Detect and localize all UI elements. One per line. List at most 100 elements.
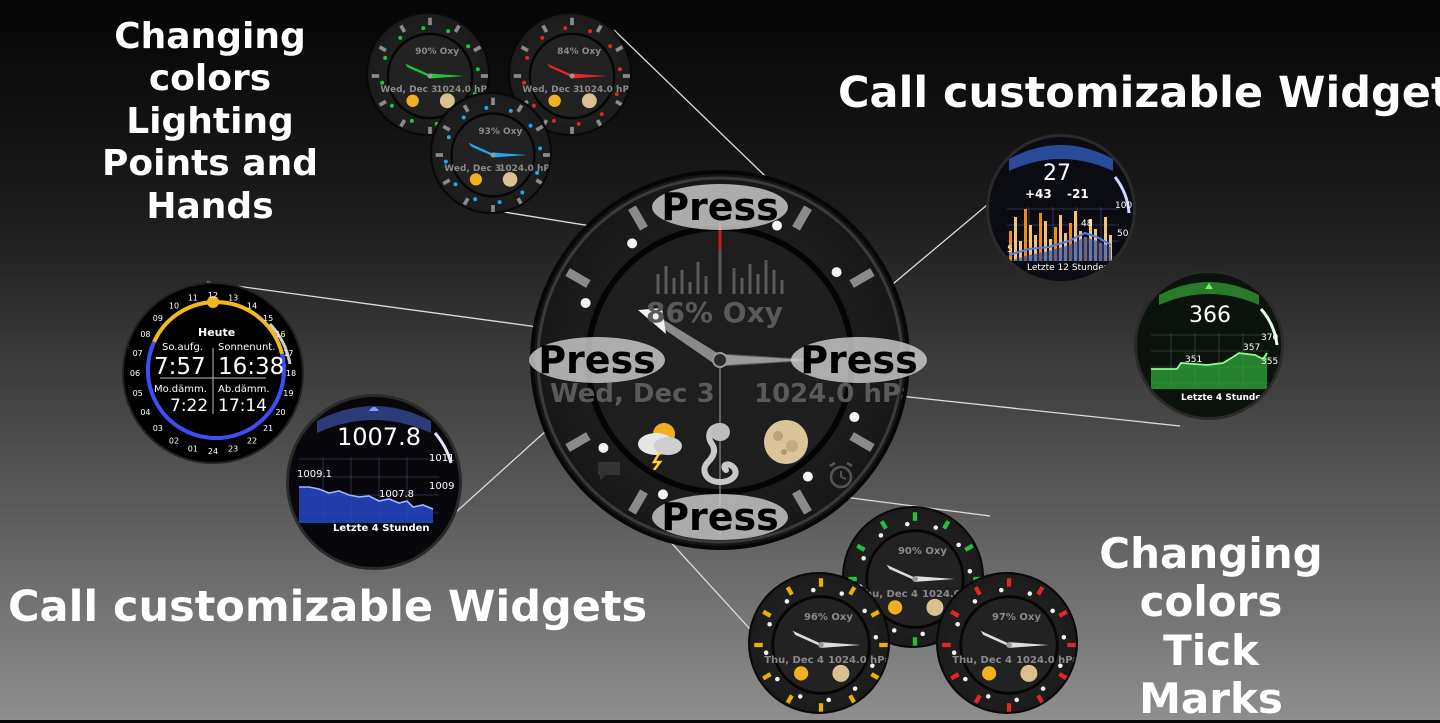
elevation-widget-peak: 357	[1243, 343, 1261, 353]
mini-lighting-point	[380, 80, 385, 85]
mini-lighting-point	[861, 555, 866, 561]
alarm-clock-icon[interactable]	[826, 460, 856, 490]
sun-hour-label: 10	[169, 301, 179, 310]
mini-tick-mark	[848, 586, 857, 596]
mini-weather-icon	[794, 666, 809, 681]
mini-moon-icon	[439, 93, 455, 109]
caption-line: colors	[1139, 577, 1283, 627]
press-button-right[interactable]: Press	[791, 337, 927, 383]
sun-hour-label: 17	[283, 349, 293, 358]
mini-pressure-readout: 1024.0 hPa	[828, 654, 890, 666]
mini-lighting-point	[453, 182, 458, 187]
sun-hour-label: 07	[133, 349, 143, 358]
mini-lighting-point	[522, 80, 527, 85]
sun-hour-label: 22	[247, 437, 257, 446]
caption-line: Changing	[1099, 529, 1323, 578]
oxygen-widget-delta-down: -21	[1067, 187, 1089, 201]
press-button-left[interactable]: Press	[529, 337, 665, 383]
mini-tick-mark	[1036, 694, 1045, 704]
mini-weather-icon	[888, 600, 903, 615]
press-button-top[interactable]: Press	[652, 184, 788, 230]
widget-elevation-4h[interactable]: 366 370 355 357 351 Letzte 4 Stunden	[1134, 270, 1284, 420]
mini-tick-mark	[973, 586, 982, 596]
lighting-point	[802, 471, 813, 482]
mini-lighting-point	[508, 108, 513, 113]
mini-lighting-point	[576, 121, 581, 126]
pressure-widget-mid: 1009	[429, 481, 455, 492]
mini-moon-icon	[926, 598, 944, 616]
lighting-point	[580, 297, 591, 308]
mini-tick-mark	[950, 609, 960, 618]
mini-tick-mark	[541, 24, 549, 33]
mini-lighting-point	[484, 105, 489, 110]
mini-minute-hand	[821, 642, 861, 648]
mini-lighting-point	[563, 26, 568, 31]
mini-tick-mark	[378, 45, 387, 53]
sunset-label: Sonnenunt.	[218, 342, 276, 353]
mini-lighting-point	[878, 533, 884, 538]
mini-tick-mark	[950, 672, 960, 681]
oxygen-bar	[1059, 215, 1062, 261]
mini-lighting-point	[443, 159, 448, 164]
mini-oxygen-readout: 90% Oxy	[415, 47, 460, 58]
mini-lighting-point	[985, 694, 991, 699]
oxygen-bar	[1074, 211, 1077, 261]
mini-tick-mark	[378, 99, 387, 107]
oxygen-widget-value: 27	[1043, 161, 1071, 186]
mini-oxygen-readout: 90% Oxy	[897, 546, 947, 558]
dawn-time: 7:22	[170, 396, 209, 416]
caption-lighting-hands: Changing colors Lighting Points and Hand…	[70, 16, 350, 228]
sun-hour-label: 12	[208, 291, 218, 300]
mini-lighting-point	[784, 599, 790, 604]
mini-date-readout: Thu, Dec 4	[858, 588, 918, 600]
chat-bubble-icon[interactable]	[596, 460, 622, 482]
mini-lighting-point	[540, 35, 545, 40]
sun-hour-label: 21	[263, 424, 273, 433]
tick-mark	[792, 205, 812, 231]
oxygen-bar	[1009, 231, 1012, 261]
oxygen-bar	[1029, 225, 1032, 261]
sun-hour-label: 16	[275, 330, 285, 339]
press-button-bottom[interactable]: Press	[652, 494, 788, 540]
mini-tick-mark	[879, 520, 888, 530]
mini-lighting-point	[767, 621, 772, 627]
sun-hour-label: 24	[208, 447, 218, 456]
mini-lighting-point	[1040, 686, 1046, 691]
oxygen-widget-left: 5	[1007, 245, 1013, 255]
mini-oxygen-readout: 84% Oxy	[557, 47, 602, 58]
mini-hour-hand	[886, 564, 915, 581]
sun-hour-label: 14	[247, 301, 257, 310]
sun-hour-label: 03	[153, 424, 163, 433]
widget-oxygen-12h[interactable]: 27 +43 -21 100 50 48 5 Letzte 12 Stunden	[986, 134, 1136, 284]
oxygen-bar	[1024, 209, 1027, 261]
mini-tick-mark	[462, 197, 470, 206]
mini-minute-hand	[430, 73, 465, 79]
cobra-logo-icon	[701, 423, 739, 486]
oxygen-bar	[1049, 239, 1052, 261]
oxygen-chart	[1007, 145, 1131, 261]
sun-hour-label: 06	[130, 369, 140, 378]
connector-line	[613, 29, 791, 201]
mini-date-readout: Wed, Dec 3	[522, 84, 580, 95]
sun-hour-label: 04	[140, 408, 150, 417]
mini-tick-mark	[442, 124, 451, 132]
mini-tick-mark	[442, 178, 451, 186]
mini-lighting-point	[933, 525, 939, 530]
mini-hour-hand	[547, 63, 572, 78]
mini-lighting-point	[531, 103, 536, 108]
widget-pressure-4h[interactable]: 1007.8 1011 1009 1009.1 1007.8 Letzte 4 …	[286, 394, 462, 570]
elevation-widget-top: 370	[1261, 333, 1279, 343]
mini-pressure-readout: 1024.0 hPa	[578, 84, 632, 95]
mini-tick-mark	[973, 694, 982, 704]
pressure-chart	[299, 406, 453, 523]
oxygen-bars-icon	[656, 244, 784, 294]
dusk-time: 17:14	[218, 396, 267, 416]
caption-line: colors Lighting	[126, 58, 294, 142]
sun-hour-label: 05	[133, 389, 143, 398]
elevation-widget-value: 366	[1189, 303, 1231, 328]
moon-icon	[764, 420, 808, 464]
oxygen-bar	[1014, 217, 1017, 261]
